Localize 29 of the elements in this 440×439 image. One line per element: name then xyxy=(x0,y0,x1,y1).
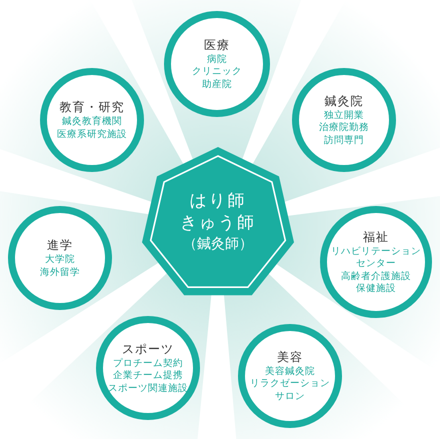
category-item: サロン xyxy=(274,390,306,404)
category-item: 独立開業 xyxy=(323,110,365,122)
category-heading: 医療 xyxy=(204,36,230,53)
category-item: 訪問専門 xyxy=(323,134,365,148)
category-heading: 美容 xyxy=(277,348,303,365)
category-item: 美容鍼灸院 xyxy=(264,366,316,378)
center-title: （鍼灸師） xyxy=(183,235,253,254)
category-item: クリニック xyxy=(191,66,243,79)
category-heading: 進学 xyxy=(47,237,73,253)
category-heading: 教育・研究 xyxy=(60,99,124,115)
category-heading: 福祉 xyxy=(363,228,389,244)
category-heading: 鍼灸院 xyxy=(324,92,364,109)
center-title: きゅう師 xyxy=(180,212,256,234)
category-item: スポーツ関連施設 xyxy=(107,382,189,396)
category-item: 保健施設 xyxy=(355,283,397,296)
category-item: 企業チーム提携 xyxy=(112,370,184,383)
category-item: 海外留学 xyxy=(39,266,81,279)
category-item: 医療系研究施設 xyxy=(56,128,128,141)
category-item: リラクゼーション xyxy=(249,378,331,391)
category-item: 病院 xyxy=(206,54,228,66)
category-item: プロチーム契約 xyxy=(112,358,184,370)
category-item: 鍼灸教育機関 xyxy=(61,116,123,128)
category-item: 大学院 xyxy=(44,254,76,266)
category-item: 治療院勤務 xyxy=(318,122,370,135)
category-item: 助産院 xyxy=(201,78,233,92)
category-item: 高齢者介護施設 xyxy=(340,270,412,283)
center-title: はり師 xyxy=(190,190,246,212)
category-heading: スポーツ xyxy=(122,340,174,357)
category-item: リハビリテーションセンター xyxy=(330,246,422,270)
